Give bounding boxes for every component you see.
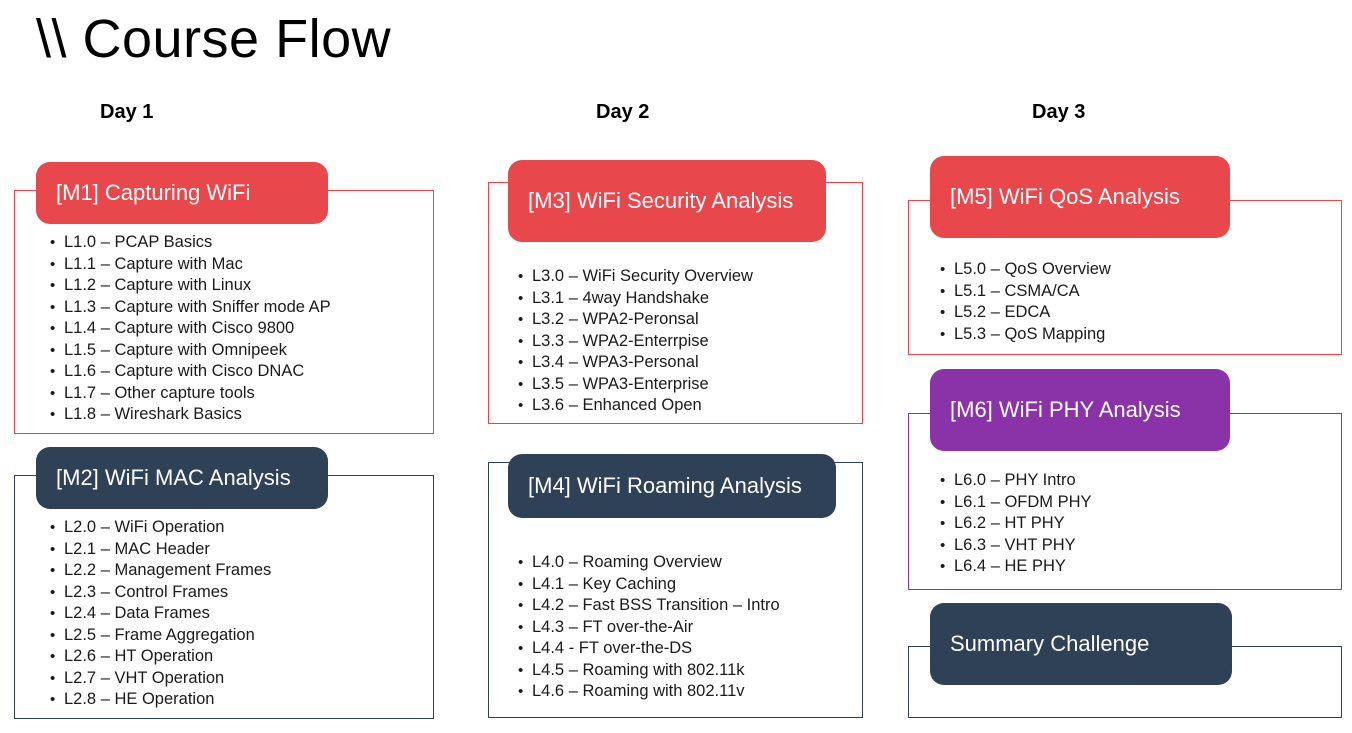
lesson-item: L2.4 – Data Frames: [50, 603, 271, 625]
module-card-m1[interactable]: [M1] Capturing WiFi L1.0 – PCAP Basics L…: [14, 162, 434, 434]
lesson-item: L3.3 – WPA2-Enterrpise: [518, 331, 753, 353]
lesson-item: L4.6 – Roaming with 802.11v: [518, 681, 780, 703]
lesson-item: L2.5 – Frame Aggregation: [50, 625, 271, 647]
lesson-item: L4.2 – Fast BSS Transition – Intro: [518, 595, 780, 617]
day-heading-2: Day 2: [596, 101, 650, 123]
lesson-item: L5.0 – QoS Overview: [940, 259, 1111, 281]
lesson-item: L4.0 – Roaming Overview: [518, 552, 780, 574]
lesson-item: L4.3 – FT over-the-Air: [518, 617, 780, 639]
module-header-m2[interactable]: [M2] WiFi MAC Analysis: [36, 447, 328, 509]
lesson-item: L3.6 – Enhanced Open: [518, 395, 753, 417]
module-card-m5[interactable]: [M5] WiFi QoS Analysis L5.0 – QoS Overvi…: [908, 156, 1342, 355]
module-card-m4[interactable]: [M4] WiFi Roaming Analysis L4.0 – Roamin…: [488, 454, 863, 718]
module-header-m4[interactable]: [M4] WiFi Roaming Analysis: [508, 454, 836, 518]
lesson-item: L1.3 – Capture with Sniffer mode AP: [50, 297, 331, 319]
lesson-item: L1.7 – Other capture tools: [50, 383, 331, 405]
lesson-item: L6.3 – VHT PHY: [940, 535, 1092, 557]
lesson-item: L6.1 – OFDM PHY: [940, 492, 1092, 514]
lesson-item: L2.1 – MAC Header: [50, 539, 271, 561]
lesson-item: L2.0 – WiFi Operation: [50, 517, 271, 539]
lesson-item: L1.6 – Capture with Cisco DNAC: [50, 361, 331, 383]
lesson-item: L6.4 – HE PHY: [940, 556, 1092, 578]
module-header-m6[interactable]: [M6] WiFi PHY Analysis: [930, 369, 1230, 451]
module-header-m3[interactable]: [M3] WiFi Security Analysis: [508, 160, 826, 242]
lesson-item: L1.8 – Wireshark Basics: [50, 404, 331, 426]
lesson-item: L1.0 – PCAP Basics: [50, 232, 331, 254]
page-title: \\ Course Flow: [36, 9, 392, 69]
lesson-item: L3.1 – 4way Handshake: [518, 288, 753, 310]
day-heading-3: Day 3: [1032, 101, 1086, 123]
lesson-item: L3.4 – WPA3-Personal: [518, 352, 753, 374]
module-card-summary[interactable]: Summary Challenge: [908, 603, 1342, 718]
day-heading-1: Day 1: [100, 101, 154, 123]
module-lesson-list-m6: L6.0 – PHY Intro L6.1 – OFDM PHY L6.2 – …: [940, 470, 1092, 578]
module-lesson-list-m2: L2.0 – WiFi Operation L2.1 – MAC Header …: [50, 517, 271, 711]
lesson-item: L2.3 – Control Frames: [50, 582, 271, 604]
lesson-item: L5.1 – CSMA/CA: [940, 281, 1111, 303]
lesson-item: L1.1 – Capture with Mac: [50, 254, 331, 276]
module-header-summary[interactable]: Summary Challenge: [930, 603, 1232, 685]
lesson-item: L5.3 – QoS Mapping: [940, 324, 1111, 346]
lesson-item: L1.4 – Capture with Cisco 9800: [50, 318, 331, 340]
module-card-m3[interactable]: [M3] WiFi Security Analysis L3.0 – WiFi …: [488, 160, 863, 424]
lesson-item: L2.7 – VHT Operation: [50, 668, 271, 690]
lesson-item: L5.2 – EDCA: [940, 302, 1111, 324]
lesson-item: L4.4 - FT over-the-DS: [518, 638, 780, 660]
lesson-item: L2.8 – HE Operation: [50, 689, 271, 711]
module-lesson-list-m4: L4.0 – Roaming Overview L4.1 – Key Cachi…: [518, 552, 780, 703]
lesson-item: L3.5 – WPA3-Enterprise: [518, 374, 753, 396]
lesson-item: L2.6 – HT Operation: [50, 646, 271, 668]
module-header-m1[interactable]: [M1] Capturing WiFi: [36, 162, 328, 224]
module-header-m5[interactable]: [M5] WiFi QoS Analysis: [930, 156, 1230, 238]
lesson-item: L3.2 – WPA2-Peronsal: [518, 309, 753, 331]
module-lesson-list-m3: L3.0 – WiFi Security Overview L3.1 – 4wa…: [518, 266, 753, 417]
lesson-item: L4.5 – Roaming with 802.11k: [518, 660, 780, 682]
lesson-item: L3.0 – WiFi Security Overview: [518, 266, 753, 288]
module-card-m2[interactable]: [M2] WiFi MAC Analysis L2.0 – WiFi Opera…: [14, 447, 434, 719]
lesson-item: L6.0 – PHY Intro: [940, 470, 1092, 492]
lesson-item: L6.2 – HT PHY: [940, 513, 1092, 535]
lesson-item: L1.5 – Capture with Omnipeek: [50, 340, 331, 362]
lesson-item: L4.1 – Key Caching: [518, 574, 780, 596]
module-lesson-list-m5: L5.0 – QoS Overview L5.1 – CSMA/CA L5.2 …: [940, 259, 1111, 345]
lesson-item: L1.2 – Capture with Linux: [50, 275, 331, 297]
module-card-m6[interactable]: [M6] WiFi PHY Analysis L6.0 – PHY Intro …: [908, 369, 1342, 590]
module-lesson-list-m1: L1.0 – PCAP Basics L1.1 – Capture with M…: [50, 232, 331, 426]
lesson-item: L2.2 – Management Frames: [50, 560, 271, 582]
